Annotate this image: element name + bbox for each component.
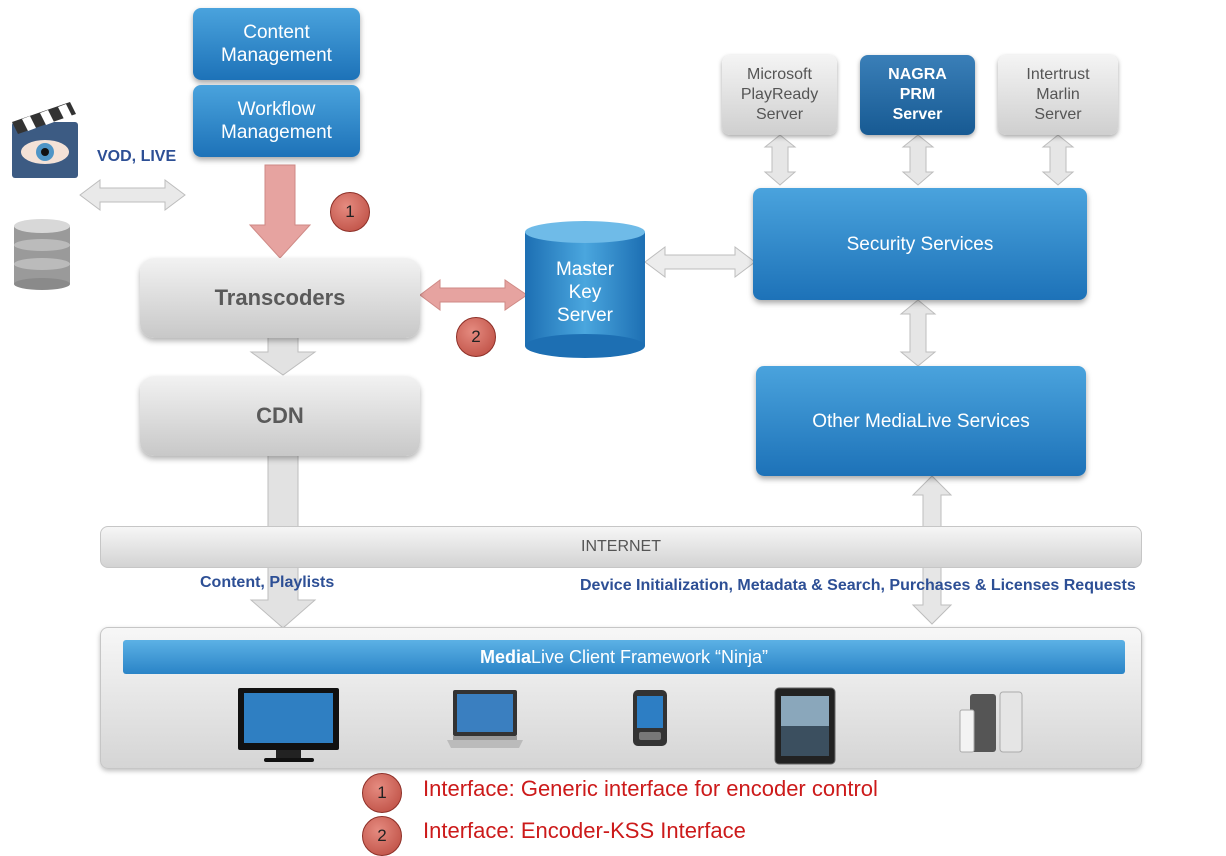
tablet-icon bbox=[773, 686, 837, 766]
kss-security-arrow bbox=[644, 246, 756, 278]
transcoders-to-cdn-arrow bbox=[249, 334, 317, 376]
workflow-management-box: Workflow Management bbox=[193, 85, 360, 157]
cdn-box: CDN bbox=[140, 376, 420, 456]
interface-1-badge: 1 bbox=[330, 192, 370, 232]
clapperboard-icon bbox=[10, 100, 80, 180]
device-requests-label: Device Initialization, Metadata & Search… bbox=[580, 577, 1136, 594]
transcoders-kss-arrow bbox=[419, 279, 528, 311]
marlin-server: Intertrust Marlin Server bbox=[998, 55, 1118, 135]
security-services-box: Security Services bbox=[753, 188, 1087, 300]
content-management-box: Content Management bbox=[193, 8, 360, 80]
playready-server: Microsoft PlayReady Server bbox=[722, 55, 837, 135]
master-key-server: Master Key Server bbox=[524, 220, 646, 360]
internet-label: INTERNET bbox=[581, 538, 661, 555]
source-double-arrow bbox=[79, 179, 186, 211]
nagra-prm-server: NAGRA PRM Server bbox=[860, 55, 975, 135]
framework-title: Live Client Framework “Ninja” bbox=[530, 646, 769, 667]
laptop-icon bbox=[445, 688, 525, 756]
database-icon bbox=[12, 218, 72, 290]
playready-security-arrow bbox=[763, 134, 797, 186]
internet-bar: INTERNET bbox=[100, 526, 1142, 568]
nagra-security-arrow bbox=[901, 134, 935, 186]
content-playlists-label: Content, Playlists bbox=[200, 574, 335, 591]
legend-2-text: Interface: Encoder-KSS Interface bbox=[423, 818, 746, 843]
other-services-box: Other MediaLive Services bbox=[756, 366, 1086, 476]
tv-icon bbox=[236, 686, 341, 764]
legend-1-badge: 1 bbox=[362, 773, 402, 813]
workflow-to-transcoders-arrow bbox=[248, 164, 312, 259]
transcoders-box: Transcoders bbox=[140, 258, 420, 338]
legend-2-badge: 2 bbox=[362, 816, 402, 856]
vod-live-label: VOD, LIVE bbox=[97, 148, 177, 165]
marlin-security-arrow bbox=[1041, 134, 1075, 186]
security-other-arrow bbox=[899, 299, 937, 367]
legend-1-text: Interface: Generic interface for encoder… bbox=[423, 776, 878, 801]
phone-icon bbox=[629, 688, 671, 748]
master-key-server-label: Master Key Server bbox=[555, 259, 615, 326]
game-console-icon bbox=[956, 690, 1026, 756]
framework-brand: Media bbox=[479, 646, 531, 667]
interface-2-badge: 2 bbox=[456, 317, 496, 357]
